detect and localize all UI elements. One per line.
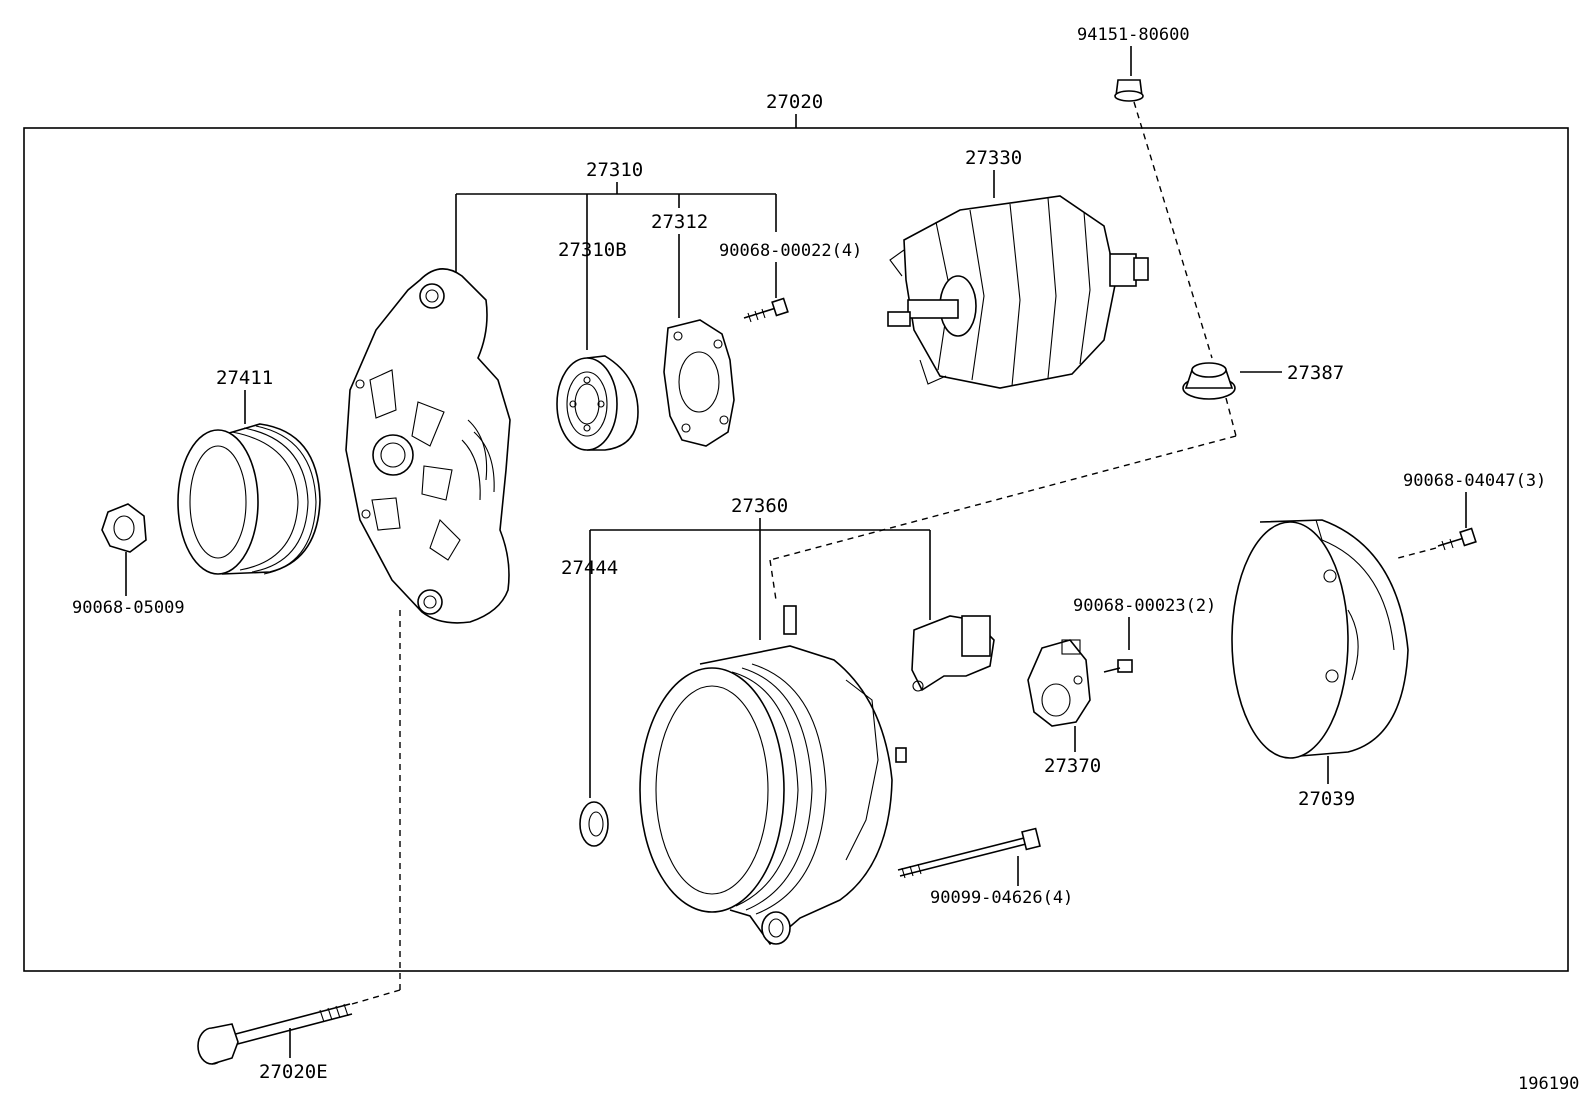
bearing-27310B[interactable] [556, 355, 639, 451]
rotor-27330[interactable] [887, 195, 1149, 389]
label-94151-80600[interactable]: 94151-80600 [1077, 25, 1190, 45]
label-27310[interactable]: 27310 [586, 159, 643, 181]
label-90068-00023[interactable]: 90068-00023(2) [1073, 596, 1216, 616]
rectifier-end-frame-27360[interactable] [639, 605, 907, 946]
figure-number: 196190 [1518, 1074, 1579, 1094]
label-27330[interactable]: 27330 [965, 147, 1022, 169]
pulley-27411[interactable] [177, 423, 321, 575]
label-27444[interactable]: 27444 [561, 557, 618, 579]
screw-90068-04047[interactable] [1437, 527, 1477, 551]
label-27387[interactable]: 27387 [1287, 362, 1344, 384]
label-27039[interactable]: 27039 [1298, 788, 1355, 810]
regulator-connector[interactable] [911, 615, 995, 692]
label-90068-05009[interactable]: 90068-05009 [72, 598, 185, 618]
label-27020[interactable]: 27020 [766, 91, 823, 113]
label-27310B[interactable]: 27310B [558, 239, 627, 261]
screw-90068-00022[interactable] [743, 297, 789, 323]
label-27411[interactable]: 27411 [216, 367, 273, 389]
retainer-plate-27312[interactable] [663, 319, 735, 447]
label-90068-04047[interactable]: 90068-04047(3) [1403, 471, 1546, 491]
rear-cover-27039[interactable] [1231, 519, 1409, 759]
label-27370[interactable]: 27370 [1044, 755, 1101, 777]
bushing-27387[interactable] [1182, 362, 1236, 400]
label-90068-00022[interactable]: 90068-00022(4) [719, 241, 862, 261]
label-90099-04626[interactable]: 90099-04626(4) [930, 888, 1073, 908]
brush-holder-27370[interactable] [1027, 639, 1091, 727]
nut-90068-05009[interactable] [101, 503, 147, 553]
bolt-27020E[interactable] [197, 1003, 353, 1065]
plug-94151-80600[interactable] [1114, 79, 1144, 102]
through-bolt-90099-04626[interactable] [897, 827, 1041, 879]
washer-27444[interactable] [579, 801, 609, 847]
label-27360[interactable]: 27360 [731, 495, 788, 517]
screw-90068-00023[interactable] [1103, 659, 1133, 673]
label-27020E[interactable]: 27020E [259, 1061, 328, 1083]
drive-end-frame[interactable] [345, 268, 511, 624]
label-27312[interactable]: 27312 [651, 211, 708, 233]
